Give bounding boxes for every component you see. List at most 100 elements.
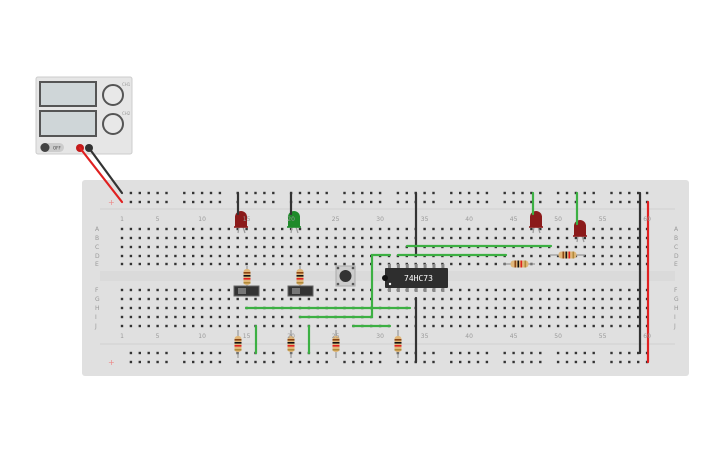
hole[interactable] bbox=[129, 324, 133, 328]
hole[interactable] bbox=[396, 236, 400, 240]
hole[interactable] bbox=[459, 227, 462, 231]
hole[interactable] bbox=[459, 306, 462, 310]
rail-hole[interactable] bbox=[628, 360, 631, 364]
hole[interactable] bbox=[423, 324, 426, 328]
hole[interactable] bbox=[601, 288, 604, 292]
rail-hole[interactable] bbox=[476, 200, 480, 204]
hole[interactable] bbox=[637, 245, 640, 249]
rail-hole[interactable] bbox=[370, 351, 373, 355]
rail-hole[interactable] bbox=[361, 191, 364, 195]
hole[interactable] bbox=[183, 227, 186, 231]
rail-hole[interactable] bbox=[467, 191, 471, 195]
rail-hole[interactable] bbox=[129, 351, 133, 355]
hole[interactable] bbox=[503, 227, 506, 231]
hole[interactable] bbox=[423, 297, 426, 301]
hole[interactable] bbox=[628, 245, 631, 249]
hole[interactable] bbox=[485, 297, 489, 301]
hole[interactable] bbox=[556, 236, 560, 240]
rail-hole[interactable] bbox=[245, 200, 248, 204]
rail-hole[interactable] bbox=[272, 360, 275, 364]
rail-hole[interactable] bbox=[298, 351, 302, 355]
hole[interactable] bbox=[378, 297, 382, 301]
hole[interactable] bbox=[619, 324, 622, 328]
hole[interactable] bbox=[459, 324, 462, 328]
rail-hole[interactable] bbox=[628, 351, 631, 355]
hole[interactable] bbox=[147, 297, 150, 301]
hole[interactable] bbox=[459, 236, 462, 240]
rail-hole[interactable] bbox=[574, 360, 578, 364]
hole[interactable] bbox=[601, 245, 604, 249]
hole[interactable] bbox=[325, 297, 328, 301]
rail-hole[interactable] bbox=[147, 191, 150, 195]
hole[interactable] bbox=[183, 288, 186, 292]
hole[interactable] bbox=[610, 262, 613, 266]
hole[interactable] bbox=[165, 306, 168, 310]
rail-hole[interactable] bbox=[325, 360, 328, 364]
rail-hole[interactable] bbox=[183, 200, 186, 204]
hole[interactable] bbox=[637, 306, 640, 310]
hole[interactable] bbox=[174, 262, 177, 266]
hole[interactable] bbox=[574, 288, 578, 292]
resistor-1[interactable] bbox=[243, 266, 251, 288]
hole[interactable] bbox=[423, 306, 426, 310]
rail-hole[interactable] bbox=[254, 360, 257, 364]
hole[interactable] bbox=[459, 315, 462, 319]
rail-hole[interactable] bbox=[156, 360, 159, 364]
rail-hole[interactable] bbox=[343, 200, 346, 204]
hole[interactable] bbox=[218, 236, 222, 240]
hole[interactable] bbox=[129, 236, 133, 240]
hole[interactable] bbox=[494, 262, 497, 266]
hole[interactable] bbox=[521, 288, 524, 292]
hole[interactable] bbox=[485, 315, 489, 319]
hole[interactable] bbox=[147, 288, 150, 292]
hole[interactable] bbox=[129, 306, 133, 310]
rail-hole[interactable] bbox=[619, 360, 622, 364]
rail-hole[interactable] bbox=[289, 360, 293, 364]
hole[interactable] bbox=[156, 245, 159, 249]
hole[interactable] bbox=[637, 254, 640, 258]
rail-hole[interactable] bbox=[156, 191, 159, 195]
hole[interactable] bbox=[539, 297, 542, 301]
hole[interactable] bbox=[156, 306, 159, 310]
hole[interactable] bbox=[227, 254, 230, 258]
hole[interactable] bbox=[574, 245, 578, 249]
hole[interactable] bbox=[120, 262, 124, 266]
hole[interactable] bbox=[396, 245, 400, 249]
hole[interactable] bbox=[476, 324, 480, 328]
rail-hole[interactable] bbox=[325, 200, 328, 204]
hole[interactable] bbox=[378, 245, 382, 249]
rail-hole[interactable] bbox=[521, 360, 524, 364]
hole[interactable] bbox=[236, 306, 239, 310]
hole[interactable] bbox=[209, 306, 213, 310]
hole[interactable] bbox=[334, 262, 337, 266]
rail-hole[interactable] bbox=[147, 351, 150, 355]
hole[interactable] bbox=[378, 227, 382, 231]
hole[interactable] bbox=[165, 245, 168, 249]
hole[interactable] bbox=[147, 315, 150, 319]
hole[interactable] bbox=[325, 245, 328, 249]
rail-hole[interactable] bbox=[138, 351, 141, 355]
hole[interactable] bbox=[209, 324, 213, 328]
hole[interactable] bbox=[441, 297, 444, 301]
hole[interactable] bbox=[592, 306, 595, 310]
hole[interactable] bbox=[565, 245, 569, 249]
hole[interactable] bbox=[583, 288, 586, 292]
rail-hole[interactable] bbox=[432, 360, 435, 364]
hole[interactable] bbox=[183, 245, 186, 249]
hole[interactable] bbox=[601, 262, 604, 266]
hole[interactable] bbox=[325, 227, 328, 231]
slide-switch-2[interactable] bbox=[287, 285, 314, 297]
hole[interactable] bbox=[156, 288, 159, 292]
hole[interactable] bbox=[200, 306, 204, 310]
rail-hole[interactable] bbox=[396, 200, 400, 204]
hole[interactable] bbox=[432, 306, 435, 310]
hole[interactable] bbox=[628, 254, 631, 258]
hole[interactable] bbox=[343, 288, 346, 292]
rail-hole[interactable] bbox=[539, 360, 542, 364]
hole[interactable] bbox=[138, 288, 141, 292]
rail-hole[interactable] bbox=[352, 200, 355, 204]
hole[interactable] bbox=[272, 262, 275, 266]
hole[interactable] bbox=[236, 227, 239, 231]
hole[interactable] bbox=[192, 262, 195, 266]
hole[interactable] bbox=[574, 262, 578, 266]
